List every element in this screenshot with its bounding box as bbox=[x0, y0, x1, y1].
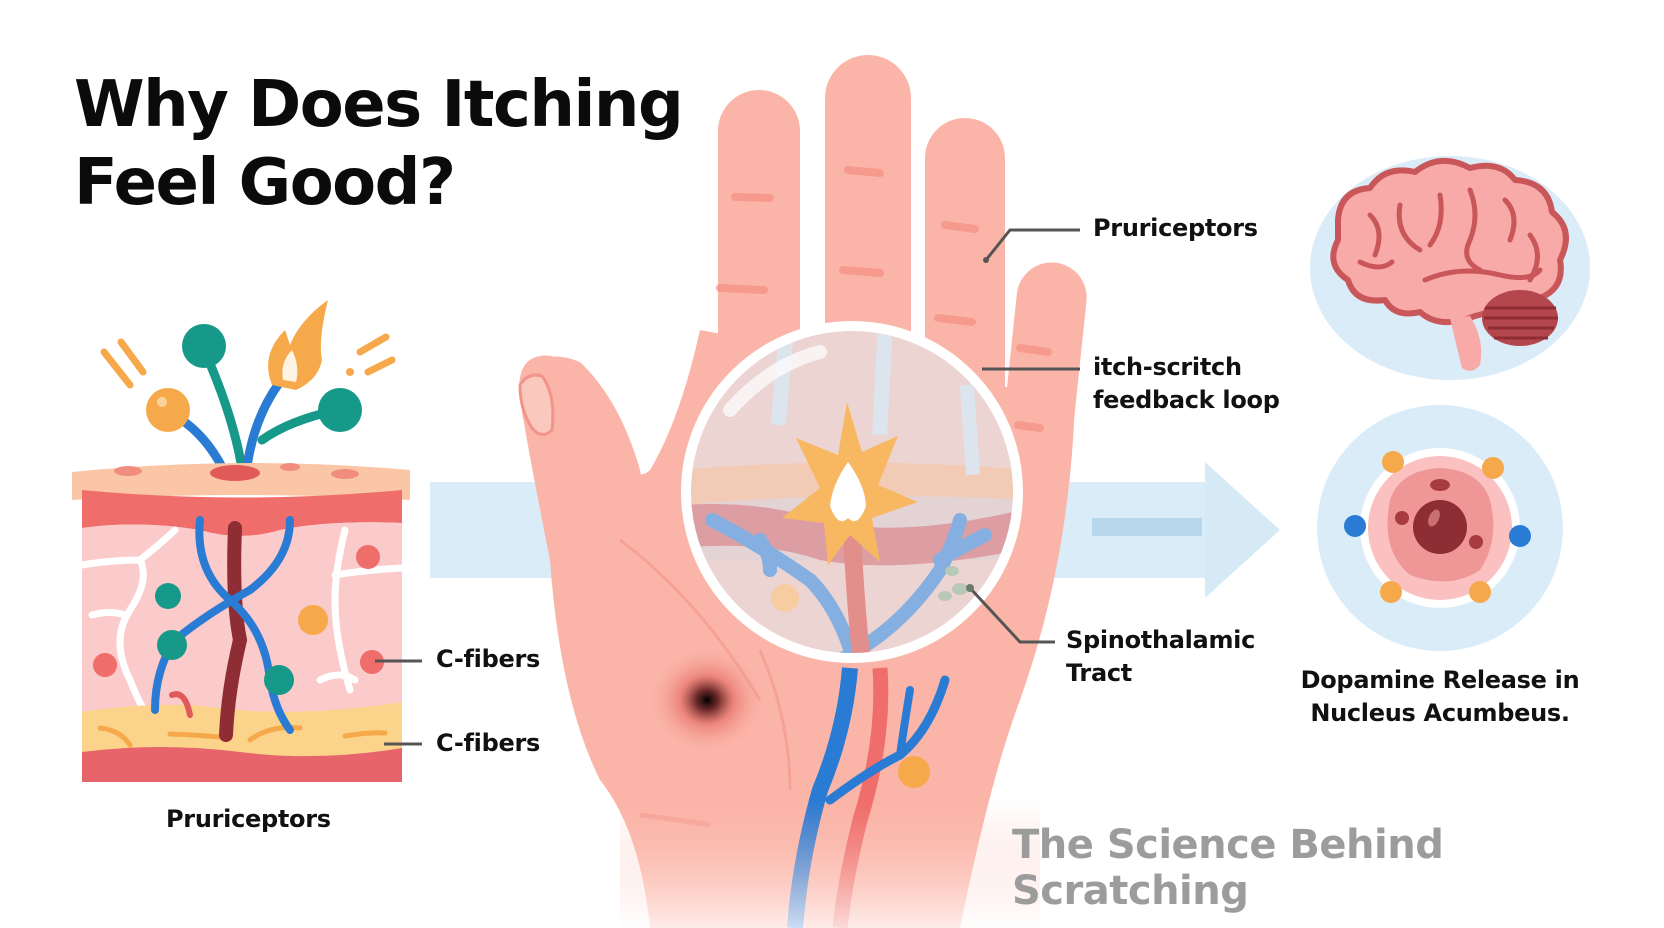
title-line-1: Why Does Itching bbox=[74, 68, 684, 142]
callout-itch-scratch-loop: itch-scritch feedback loop bbox=[1093, 351, 1280, 417]
leader-line bbox=[968, 586, 1055, 644]
skin-panel-caption: Pruriceptors bbox=[166, 805, 331, 833]
callout-c-fibers-2: C-fibers bbox=[436, 729, 540, 757]
callout-spinothalamic-tract: Spinothalamic Tract bbox=[1066, 624, 1255, 690]
neuron-cell-icon bbox=[1317, 405, 1563, 651]
brain-icon bbox=[1310, 156, 1590, 380]
callout-pruriceptors: Pruriceptors bbox=[1093, 214, 1258, 242]
footer-subtitle: The Science Behind Scratching bbox=[1012, 822, 1444, 914]
skin-cross-section-icon bbox=[72, 300, 410, 782]
dopamine-caption: Dopamine Release in Nucleus Acumbeus. bbox=[1300, 664, 1580, 730]
title-line-2: Feel Good? bbox=[74, 146, 456, 220]
magnifier-lens bbox=[681, 321, 1023, 663]
page-title: Why Does Itching Feel Good? bbox=[74, 66, 684, 222]
callout-line-1: Spinothalamic bbox=[1066, 626, 1256, 654]
bite-mark bbox=[647, 645, 767, 755]
callout-line-1: itch-scritch bbox=[1093, 353, 1242, 381]
callout-line-2: Tract bbox=[1066, 659, 1132, 687]
caption-line-2: Nucleus Acumbeus. bbox=[1310, 699, 1570, 727]
leader-line bbox=[984, 228, 1080, 261]
callout-line-2: feedback loop bbox=[1093, 386, 1280, 414]
callout-c-fibers-1: C-fibers bbox=[436, 645, 540, 673]
caption-line-1: Dopamine Release in bbox=[1300, 666, 1580, 694]
